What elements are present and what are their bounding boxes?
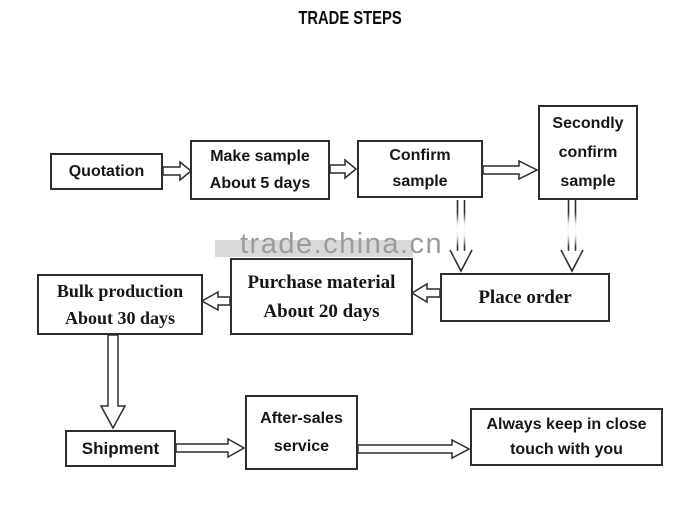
node-label: Place order: [478, 286, 572, 308]
arrow-secondly-to-place-order: [560, 200, 584, 273]
node-label: About 5 days: [209, 175, 311, 192]
node-label: sample: [560, 173, 616, 190]
arrow-quotation-to-make-sample: [162, 160, 193, 182]
node-label: Secondly: [552, 115, 624, 132]
node-make-sample: Make sample About 5 days: [190, 140, 330, 200]
node-label: Quotation: [68, 162, 145, 180]
node-quotation: Quotation: [50, 153, 163, 190]
node-label: About 20 days: [263, 300, 380, 322]
watermark-text: trade.china.cn: [240, 228, 444, 260]
node-label: About 30 days: [64, 307, 176, 328]
node-label: Shipment: [81, 438, 160, 458]
node-label: service: [273, 437, 330, 455]
arrow-place-order-to-purchase: [410, 282, 441, 304]
watermark-band: [215, 240, 413, 257]
node-label: Confirm: [389, 147, 451, 164]
arrow-confirm-to-place-order: [449, 200, 473, 273]
arrow-purchase-to-bulk: [200, 290, 231, 312]
node-keep-in-touch: Always keep in close touch with you: [470, 408, 663, 466]
node-bulk-production: Bulk production About 30 days: [37, 274, 203, 335]
node-shipment: Shipment: [65, 430, 176, 467]
node-purchase-material: Purchase material About 20 days: [230, 258, 413, 335]
node-label: After-sales: [260, 409, 343, 427]
node-secondly-confirm-sample: Secondly confirm sample: [538, 105, 638, 200]
node-confirm-sample: Confirm sample: [357, 140, 483, 198]
node-label: Always keep in close: [486, 416, 647, 433]
node-label: Bulk production: [56, 280, 184, 301]
arrow-shipment-to-after-sales: [175, 437, 246, 459]
arrow-confirm-to-secondly: [482, 159, 539, 181]
arrow-after-sales-to-keep-touch: [357, 438, 471, 460]
page-title: TRADE STEPS: [0, 8, 700, 29]
node-label: sample: [392, 173, 448, 190]
node-label: confirm: [558, 144, 618, 161]
page-title-text: TRADE STEPS: [298, 8, 402, 28]
node-label: touch with you: [510, 441, 623, 458]
node-label: Purchase material: [247, 271, 396, 293]
node-after-sales-service: After-sales service: [245, 395, 358, 470]
node-label: Make sample: [210, 148, 310, 165]
arrow-make-sample-to-confirm: [329, 158, 358, 180]
arrow-bulk-to-shipment: [99, 334, 127, 430]
node-place-order: Place order: [440, 273, 610, 322]
